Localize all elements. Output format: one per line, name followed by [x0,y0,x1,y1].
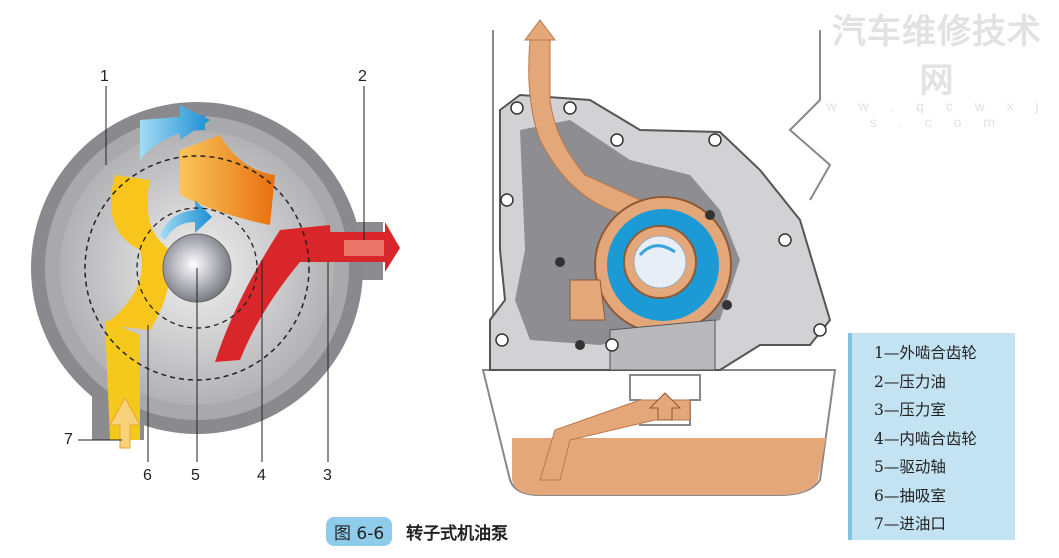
watermark-url: w w . q c w x j s . c o m [826,98,1048,130]
bolt-holes [495,101,827,352]
callout-1: 1 [100,68,109,85]
watermark: 汽车维修技术网 w w . q c w x j s . c o m [822,4,1052,130]
legend-item: 7—进油口 [874,515,946,533]
figure-number-badge: 图 6-6 [326,517,393,546]
rotation-arrow-outer [140,105,210,160]
bolt-hole [510,101,524,115]
pump-base-flange [609,319,716,371]
suction-chamber-oil [105,175,171,330]
figure-caption: 图 6-6 转子式机油泵 [326,517,508,546]
legend-item: 5—驱动轴 [874,458,946,476]
rotation-arrow [638,244,676,257]
legend-item: 6—抽吸室 [874,486,946,505]
pressure-chamber-oil [215,225,332,362]
legend-item: 3—压力室 [874,401,946,419]
inlet-arrow [109,396,141,449]
bolt-head [722,300,732,310]
bolt-hole [778,233,792,247]
legend-item: 2—压力油 [874,372,946,391]
bolt-hole [708,133,722,147]
watermark-title: 汽车维修技术网 [832,12,1042,101]
rotation-arrow-inner [160,200,212,240]
bolt-hole [605,338,619,352]
oil-sump [512,438,826,495]
left-pump-section [31,86,400,462]
bolt-hole [563,101,577,115]
pressure-oil-passage [528,39,641,216]
outlet-arrow [524,19,556,41]
callout-2: 2 [358,68,367,85]
oil-pickup-tube [539,399,691,481]
right-pump-section [481,19,837,496]
bolt-head [575,340,585,350]
suction-arrow [648,392,682,421]
pump-shaft [633,235,687,289]
callout-4: 4 [257,467,266,484]
pressure-relief-valve [569,279,606,321]
callout-7: 7 [64,431,73,448]
bolt-hole [495,333,509,347]
bolt-head [705,210,715,220]
legend-box: 1—外啮合齿轮 2—压力油 3—压力室 4—内啮合齿轮 5—驱动轴 6—抽吸室 … [848,333,1015,540]
pressure-oil-arrow-highlight [344,240,384,256]
bolt-head [555,257,565,267]
callout-6: 6 [143,467,152,484]
bolt-hole [610,133,624,147]
transition-oil [180,135,275,225]
callout-3: 3 [323,467,332,484]
figure-title: 转子式机油泵 [406,524,509,544]
legend-item: 4—内啮合齿轮 [874,429,977,448]
bolt-hole [813,323,827,337]
legend-item: 1—外啮合齿轮 [874,344,977,362]
bolt-heads [555,210,732,350]
callout-lines [78,86,365,462]
bolt-hole [500,193,514,207]
callout-5: 5 [191,467,200,484]
